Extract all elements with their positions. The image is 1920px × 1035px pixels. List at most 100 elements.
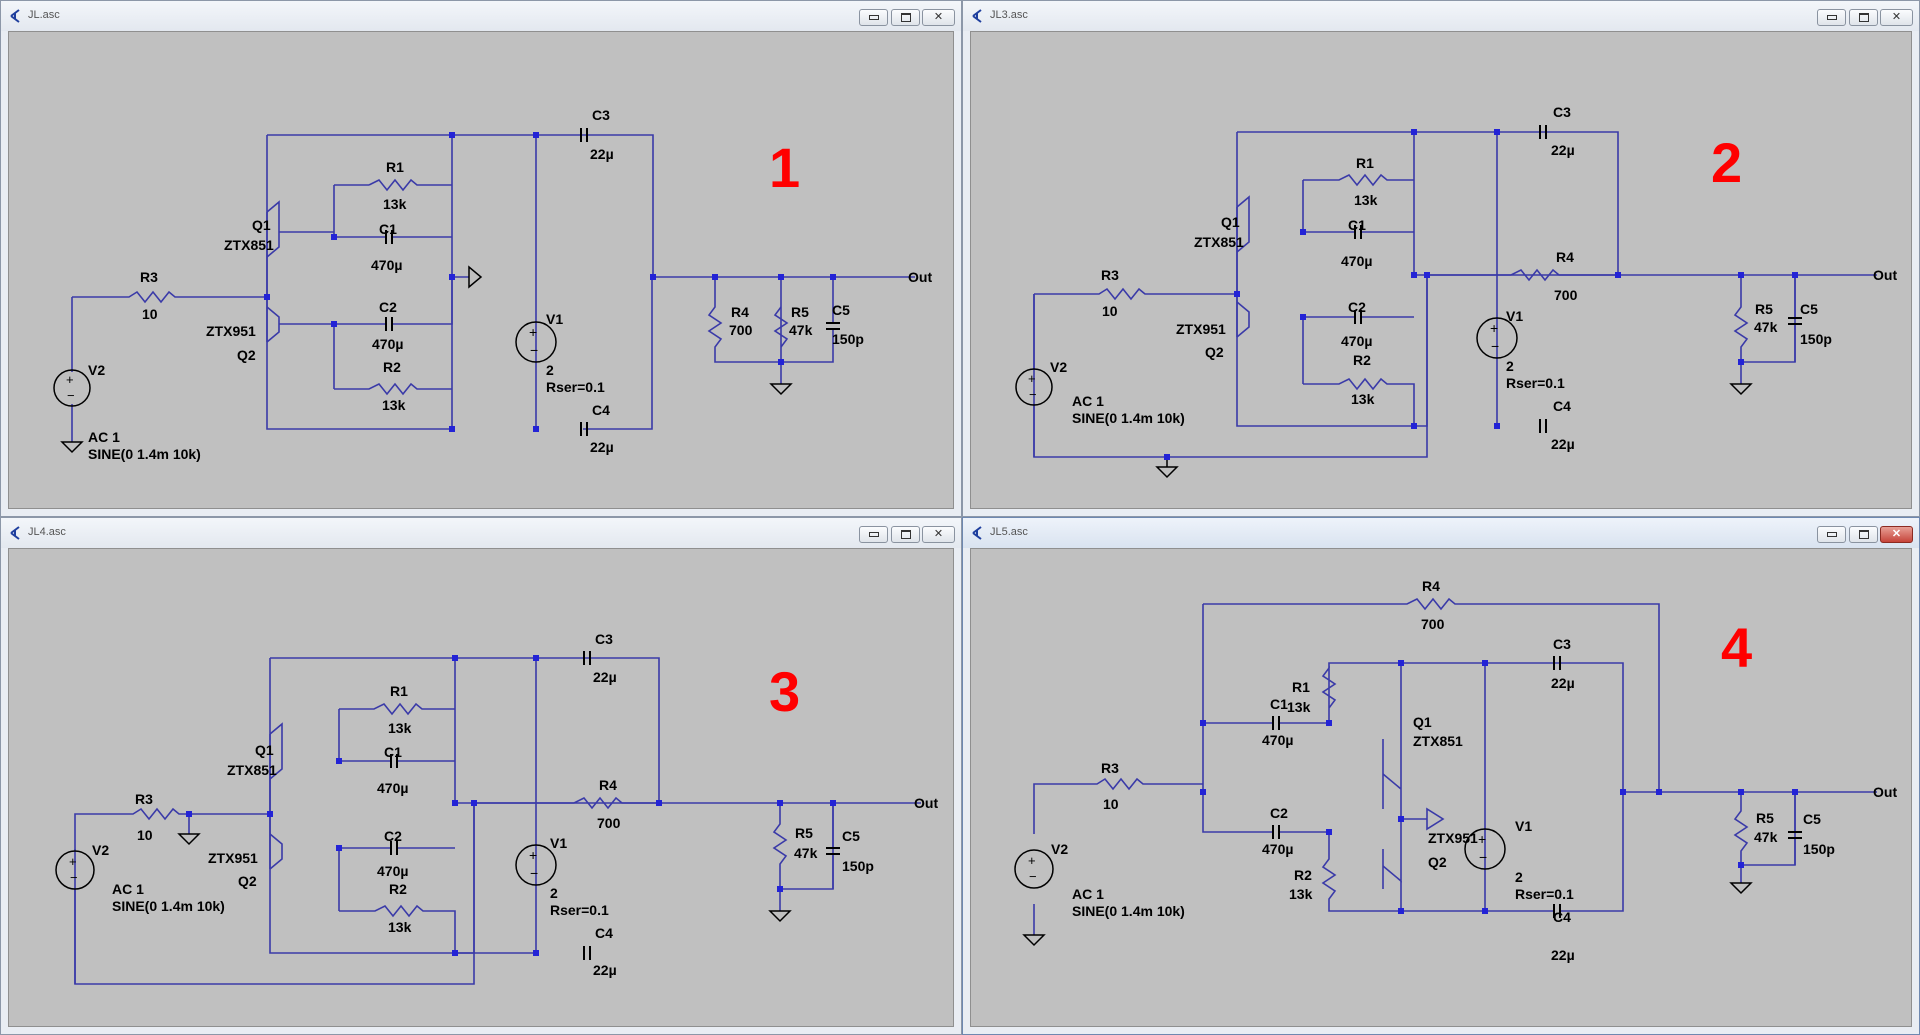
c1-value: 470µ (1341, 253, 1372, 269)
v1-label: V1 (550, 835, 567, 851)
circuit-number-label: 3 (769, 660, 800, 723)
svg-text:−: − (1479, 849, 1487, 865)
v1-value: 2 (550, 885, 558, 901)
c2-value: 470µ (1262, 841, 1293, 857)
close-button[interactable]: ✕ (1880, 526, 1913, 543)
close-icon: ✕ (1891, 528, 1902, 540)
c2-label: C2 (384, 828, 402, 844)
q1-model: ZTX851 (1413, 733, 1463, 749)
maximize-button[interactable] (891, 526, 920, 543)
close-icon: ✕ (1891, 11, 1902, 23)
r4-value: 700 (1554, 287, 1578, 303)
q1-label: Q1 (1221, 214, 1240, 230)
r1-label: R1 (1356, 155, 1374, 171)
component-symbols: + − + − (53, 128, 840, 454)
r3-label: R3 (140, 269, 158, 285)
r4-value: 700 (1421, 616, 1445, 632)
close-button[interactable]: ✕ (922, 526, 955, 543)
q1-label: Q1 (252, 217, 271, 233)
svg-text:−: − (67, 388, 75, 403)
maximize-icon (900, 530, 911, 539)
c1-value: 470µ (1262, 732, 1293, 748)
close-button[interactable]: ✕ (922, 9, 955, 26)
v1-label: V1 (1506, 308, 1523, 324)
maximize-button[interactable] (891, 9, 920, 26)
minimize-button[interactable] (859, 526, 888, 543)
r1-label: R1 (390, 683, 408, 699)
r1-label: R1 (386, 159, 404, 175)
maximize-button[interactable] (1849, 9, 1878, 26)
window-titlebar[interactable]: JL4.asc ✕ (1, 518, 961, 548)
schematic-canvas[interactable]: + − + − (8, 31, 954, 509)
close-icon: ✕ (933, 11, 944, 23)
schematic-drawing: + − + − (53, 107, 932, 462)
component-symbols: + − + − (55, 651, 840, 960)
q1-model: ZTX851 (1194, 234, 1244, 250)
r5-value: 47k (794, 845, 818, 861)
c5-label: C5 (842, 828, 860, 844)
svg-text:−: − (1491, 338, 1499, 354)
svg-text:+: + (1478, 831, 1486, 847)
maximize-icon (1858, 530, 1869, 539)
window-title: JL3.asc (990, 9, 1028, 21)
r3-label: R3 (1101, 267, 1119, 283)
minimize-button[interactable] (1817, 9, 1846, 26)
schematic-window-jl3[interactable]: JL3.asc ✕ (962, 0, 1920, 517)
c5-label: C5 (832, 302, 850, 318)
r3-value: 10 (142, 306, 158, 322)
r5-value: 47k (1754, 319, 1778, 335)
circuit-number-label: 1 (769, 136, 800, 199)
r2-label: R2 (1294, 867, 1312, 883)
schematic-canvas[interactable]: + − + − (970, 548, 1912, 1027)
c5-value: 150p (1803, 841, 1835, 857)
window-titlebar[interactable]: JL3.asc ✕ (963, 1, 1919, 31)
c2-label: C2 (379, 299, 397, 315)
wires (1033, 131, 1877, 458)
schematic-window-jl4[interactable]: JL4.asc ✕ (0, 517, 962, 1035)
schematic-canvas[interactable]: + − + − (8, 548, 954, 1027)
svg-text:−: − (1029, 869, 1037, 884)
r5-label: R5 (791, 304, 809, 320)
r2-value: 13k (382, 397, 406, 413)
r1-value: 13k (383, 196, 407, 212)
schematic-window-jl[interactable]: JL.asc ✕ (0, 0, 962, 517)
window-title: JL5.asc (990, 526, 1028, 538)
c4-value: 22µ (593, 962, 617, 978)
v2-label: V2 (92, 842, 109, 858)
c3-label: C3 (1553, 104, 1571, 120)
ltspice-app-icon (10, 526, 20, 540)
r2-value: 13k (1289, 886, 1313, 902)
wires (1033, 597, 1877, 935)
c5-label: C5 (1800, 301, 1818, 317)
q2-model: ZTX951 (206, 323, 256, 339)
ltspice-app-icon (972, 9, 982, 23)
r5-value: 47k (789, 322, 813, 338)
c1-label: C1 (379, 221, 397, 237)
schematic-canvas[interactable]: + − + − (970, 31, 1912, 509)
schematic-drawing: + − + − (1015, 104, 1897, 479)
r4-label: R4 (731, 304, 749, 320)
minimize-button[interactable] (859, 9, 888, 26)
r2-value: 13k (388, 919, 412, 935)
c3-value: 22µ (593, 669, 617, 685)
minimize-icon (868, 532, 879, 537)
schematic-window-jl5[interactable]: JL5.asc ✕ (962, 517, 1920, 1035)
svg-text:+: + (69, 854, 77, 869)
window-titlebar[interactable]: JL.asc ✕ (1, 1, 961, 31)
v2-sine: SINE(0 1.4m 10k) (88, 446, 201, 462)
c5-value: 150p (842, 858, 874, 874)
v2-ac: AC 1 (112, 881, 144, 897)
c2-label: C2 (1348, 299, 1366, 315)
minimize-button[interactable] (1817, 526, 1846, 543)
junction-dots (1200, 660, 1798, 914)
out-label: Out (1873, 267, 1897, 283)
window-titlebar[interactable]: JL5.asc ✕ (963, 518, 1919, 548)
close-button[interactable]: ✕ (1880, 9, 1913, 26)
c3-label: C3 (595, 631, 613, 647)
maximize-button[interactable] (1849, 526, 1878, 543)
q2-label: Q2 (1428, 854, 1447, 870)
v2-label: V2 (88, 362, 105, 378)
c5-label: C5 (1803, 811, 1821, 827)
r5-label: R5 (1755, 301, 1773, 317)
svg-text:+: + (529, 324, 537, 340)
